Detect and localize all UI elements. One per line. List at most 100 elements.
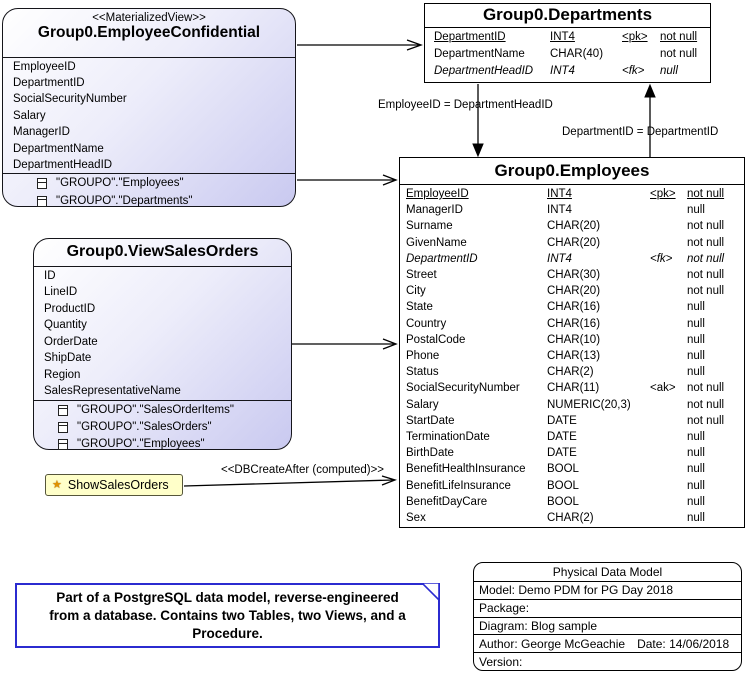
column-nullability: not null <box>687 285 725 298</box>
table-columns: DepartmentID INT4 <pk> not null Departme… <box>425 28 710 81</box>
title-block-author: Author: George McGeachie <box>479 636 626 651</box>
connector-departments-headfk[interactable] <box>472 84 484 158</box>
column-key: <ak> <box>650 382 676 395</box>
column-type: CHAR(20) <box>547 220 601 233</box>
connector-procedure-to-employees[interactable] <box>183 475 397 487</box>
table-row: BirthDate DATE null <box>406 445 742 461</box>
view-column: EmployeeID <box>13 60 76 73</box>
view-column: DepartmentID <box>13 76 85 89</box>
stereotype-label: <<MaterializedView>> <box>92 12 206 24</box>
column-name: DepartmentID <box>434 30 506 43</box>
table-icon <box>37 195 47 207</box>
column-type: CHAR(2) <box>547 512 594 525</box>
note-line: Part of a PostgreSQL data model, reverse… <box>56 590 399 605</box>
column-nullability: null <box>687 301 705 314</box>
procedure-show-sales-orders[interactable]: ★ ShowSalesOrders <box>45 474 183 496</box>
table-row: Street CHAR(30) not null <box>406 267 742 283</box>
table-icon <box>37 178 47 190</box>
title-block-diagram: Diagram: Blog sample <box>474 616 741 635</box>
column-key <box>650 478 687 494</box>
column-key: <fk> <box>622 65 645 78</box>
column-nullability: not null <box>687 398 725 411</box>
relationship-label-employees-deptfk[interactable]: DepartmentID = DepartmentID <box>562 126 719 138</box>
column-nullability: null <box>687 317 705 330</box>
view-header: <<MaterializedView>> Group0.EmployeeConf… <box>3 9 295 58</box>
column-name: BenefitDayCare <box>406 495 488 508</box>
connector-employees-deptfk[interactable] <box>644 83 656 157</box>
column-nullability: null <box>687 512 705 525</box>
source-table-name: "GROUPO"."Employees" <box>56 177 184 190</box>
view-title: Group0.EmployeeConfidential <box>37 24 261 41</box>
view-column: ShipDate <box>44 352 92 364</box>
column-key <box>650 235 687 251</box>
connector-view-to-employees[interactable] <box>297 174 398 186</box>
table-row: Surname CHAR(20) not null <box>406 218 742 234</box>
column-nullability: not null <box>687 188 725 200</box>
note-fold-corner-icon <box>422 583 440 601</box>
title-block[interactable]: Physical Data Model Model: Demo PDM for … <box>473 562 742 671</box>
column-type: CHAR(16) <box>547 317 601 330</box>
table-row: DepartmentHeadID INT4 <fk> null <box>434 63 708 80</box>
column-key <box>650 202 687 218</box>
column-nullability: not null <box>687 382 725 395</box>
view-column: ID <box>44 269 56 282</box>
table-row: BenefitDayCare BOOL null <box>406 494 742 510</box>
column-nullability: not null <box>687 269 725 282</box>
column-key <box>650 510 687 526</box>
column-name: Sex <box>406 512 426 525</box>
table-row: City CHAR(20) not null <box>406 283 742 299</box>
column-nullability: not null <box>687 220 725 233</box>
view-column: SalesRepresentativeName <box>44 385 181 397</box>
table-row: EmployeeID INT4 <pk> not null <box>406 186 742 202</box>
procedure-gear-icon: ★ <box>52 478 62 491</box>
source-row: "GROUPO"."SalesOrderItems" <box>58 402 287 419</box>
table-icon <box>58 421 68 433</box>
column-name: BenefitLifeInsurance <box>406 479 511 492</box>
table-departments[interactable]: Group0.Departments DepartmentID INT4 <pk… <box>424 3 711 83</box>
column-nullability: null <box>687 447 705 460</box>
column-name: GivenName <box>406 236 467 249</box>
column-type: BOOL <box>547 479 579 492</box>
column-key <box>650 218 687 234</box>
column-name: Street <box>406 269 437 282</box>
column-nullability: null <box>687 479 705 492</box>
materialized-view-employee-confidential[interactable]: <<MaterializedView>> Group0.EmployeeConf… <box>2 8 296 207</box>
connector-viewsales-to-employees[interactable] <box>292 338 398 350</box>
table-row: StartDate DATE not null <box>406 413 742 429</box>
column-type: CHAR(40) <box>550 47 604 60</box>
annotation-note[interactable]: Part of a PostgreSQL data model, reverse… <box>15 583 440 648</box>
column-type: INT4 <box>547 188 572 200</box>
column-nullability: null <box>687 350 705 363</box>
connector-view-to-departments[interactable] <box>297 39 423 51</box>
table-employees[interactable]: Group0.Employees EmployeeID INT4 <pk> no… <box>399 157 745 528</box>
table-title: Group0.Departments <box>425 4 710 28</box>
column-type: INT4 <box>547 204 572 217</box>
relationship-label-departments-headfk[interactable]: EmployeeID = DepartmentHeadID <box>378 99 553 111</box>
source-row: "GROUPO"."Employees" <box>58 436 287 453</box>
view-column: LineID <box>44 286 78 298</box>
table-row: Salary NUMERIC(20,3) not null <box>406 397 742 413</box>
column-key <box>650 494 687 510</box>
column-key <box>650 332 687 348</box>
column-nullability: null <box>687 463 705 476</box>
column-nullability: not null <box>660 47 698 60</box>
table-row: Phone CHAR(13) null <box>406 348 742 364</box>
column-key <box>650 461 687 477</box>
dependency-stereotype-label[interactable]: <<DBCreateAfter (computed)>> <box>221 464 384 476</box>
column-key <box>650 283 687 299</box>
column-name: Country <box>406 317 447 330</box>
column-key: <fk> <box>650 252 673 265</box>
column-type: INT4 <box>547 252 572 265</box>
column-key <box>650 397 687 413</box>
column-name: SocialSecurityNumber <box>406 382 520 395</box>
column-type: BOOL <box>547 495 579 508</box>
column-key <box>650 445 687 461</box>
column-type: CHAR(11) <box>547 382 600 395</box>
table-row: PostalCode CHAR(10) null <box>406 332 742 348</box>
procedure-label: ShowSalesOrders <box>67 478 169 492</box>
